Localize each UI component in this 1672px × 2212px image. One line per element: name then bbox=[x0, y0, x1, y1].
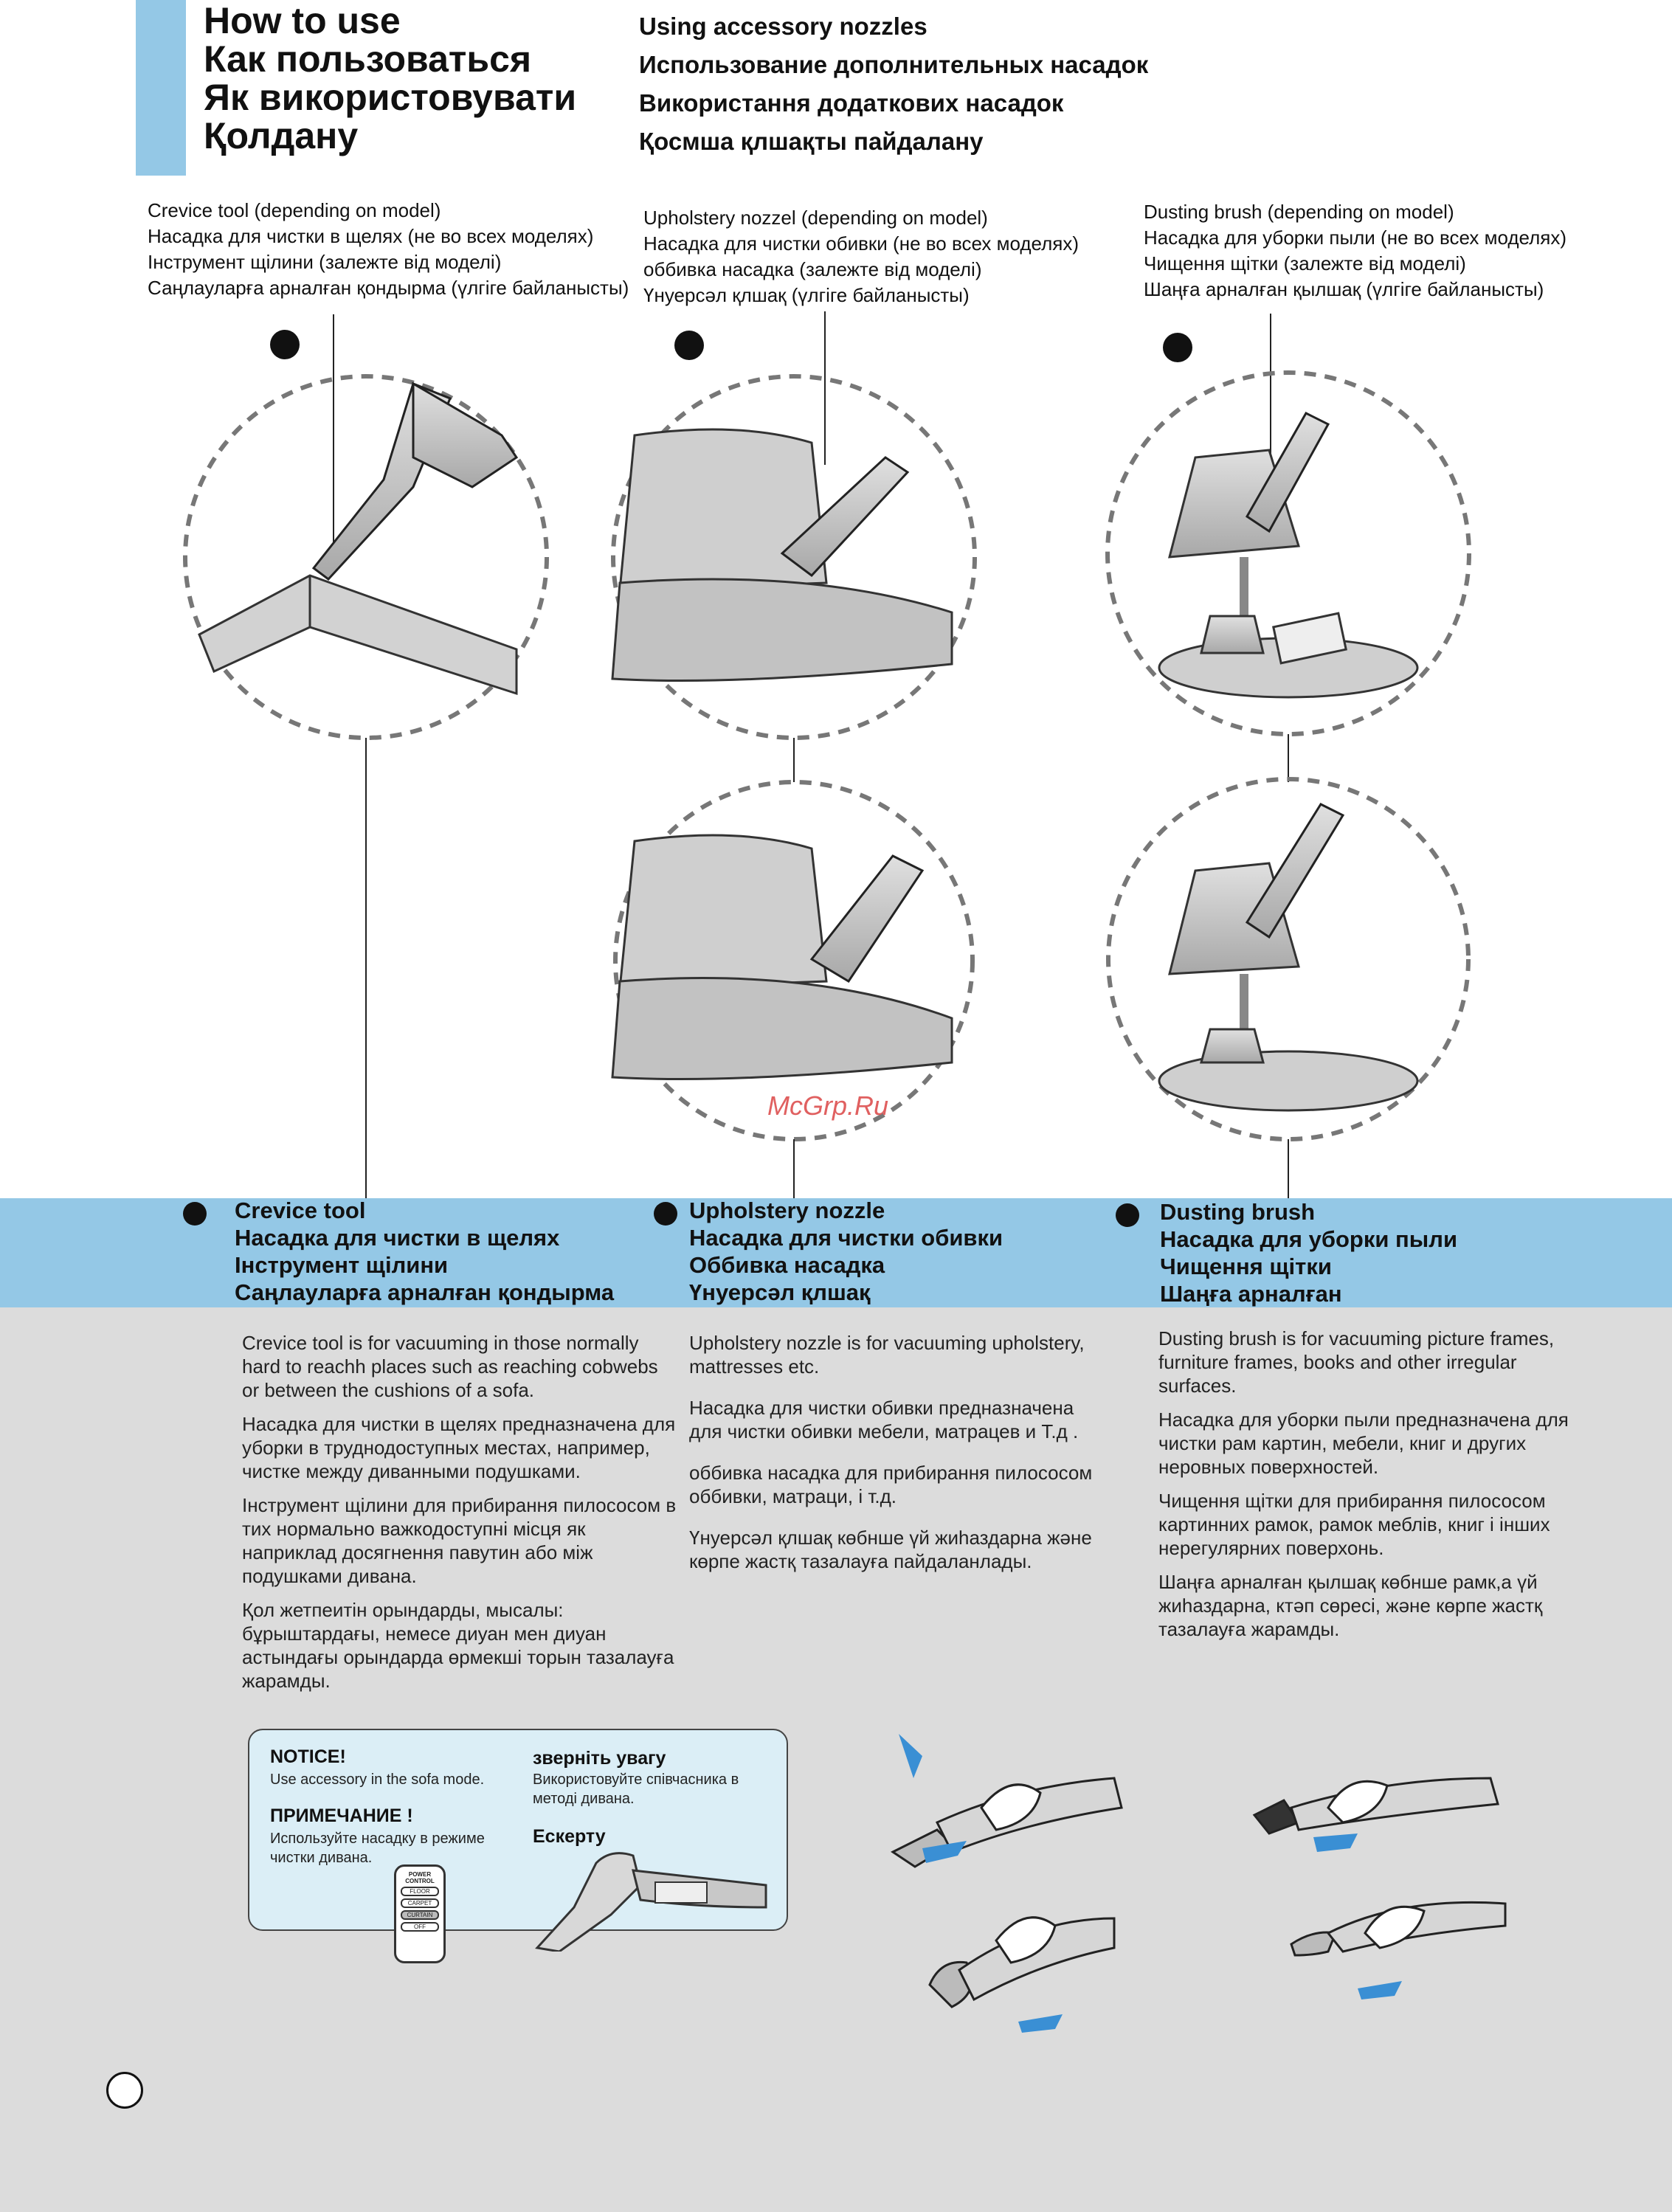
notice-title-uk: зверніть увагу bbox=[533, 1748, 666, 1769]
heading-line: Шаңға арналған bbox=[1160, 1281, 1342, 1307]
illustrations bbox=[183, 311, 1471, 1198]
page-subtitle: Using accessory nozzles Использование до… bbox=[639, 7, 1148, 161]
power-control-panel: POWER CONTROL FLOOR CARPET CURTAIN OFF bbox=[394, 1864, 446, 1963]
caption-line: Насадка для чистки в щелях (не во всех м… bbox=[148, 225, 594, 247]
heading-line: Crevice tool bbox=[235, 1197, 366, 1223]
section-heading-band bbox=[0, 1198, 1672, 1307]
body-paragraph: Қол жетпеитін орындарды, мысалы: бұрышта… bbox=[242, 1599, 674, 1692]
page-number-marker bbox=[106, 2072, 143, 2109]
step-marker-icon bbox=[674, 331, 704, 360]
caption-line: Насадка для чистки обивки (не во всех мо… bbox=[643, 232, 1079, 255]
bullet-icon bbox=[1116, 1203, 1139, 1227]
heading-line: Насадка для чистки в щелях bbox=[235, 1225, 560, 1251]
crevice-illustration bbox=[183, 314, 549, 1198]
notice-text-uk: Використовуйте співчасника в методі дива… bbox=[533, 1772, 739, 1807]
title-en: How to use bbox=[204, 0, 401, 41]
caption-crevice: Crevice tool (depending on model) Насадк… bbox=[148, 198, 629, 301]
caption-line: Саңлауларға арналған қондырма (үлгіге ба… bbox=[148, 277, 629, 299]
body-paragraph: Чищення щітки для прибирання пилососом к… bbox=[1158, 1490, 1550, 1559]
body-paragraph: Шаңға арналған қылшақ көбнше рамк,а үй ж… bbox=[1158, 1571, 1543, 1640]
body-paragraph: Насадка для чистки обивки предназначена … bbox=[689, 1397, 1079, 1442]
caption-line: Насадка для уборки пыли (не во всех моде… bbox=[1144, 227, 1567, 249]
dusting-usage-icon bbox=[1290, 1901, 1507, 2000]
caption-line: Dusting brush (depending on model) bbox=[1144, 201, 1454, 223]
notice-box: NOTICE! Use accessory in the sofa mode. … bbox=[248, 1729, 788, 1963]
subtitle-kk: Қосмша қлшақты пайдалану bbox=[639, 128, 984, 155]
control-label: OFF bbox=[401, 1922, 439, 1932]
crevice-usage-icon bbox=[891, 1734, 1123, 1868]
caption-line: Чищення щітки (залежте від моделі) bbox=[1144, 252, 1466, 274]
side-tab bbox=[136, 0, 186, 176]
body-crevice: Crevice tool is for vacuuming in those n… bbox=[242, 1331, 677, 1703]
caption-line: оббивка насадка (залежте від моделі) bbox=[643, 258, 982, 280]
control-label: CURTAIN bbox=[401, 1910, 439, 1920]
detail-circle bbox=[183, 374, 549, 740]
step-marker-icon bbox=[270, 330, 300, 359]
heading-line: Үнуерсәл қлшақ bbox=[689, 1279, 871, 1305]
usage-illustrations bbox=[891, 1734, 1507, 2033]
heading-line: Насадка для чистки обивки bbox=[689, 1225, 1003, 1251]
body-paragraph: оббивка насадка для прибирання пилососом… bbox=[689, 1462, 1093, 1507]
heading-line: Dusting brush bbox=[1160, 1199, 1316, 1225]
body-paragraph: Upholstery nozzle is for vacuuming uphol… bbox=[689, 1332, 1085, 1378]
caption-dusting: Dusting brush (depending on model) Насад… bbox=[1144, 199, 1566, 303]
control-label: POWER bbox=[408, 1871, 432, 1878]
body-paragraph: Насадка для чистки в щелях предназначена… bbox=[242, 1413, 676, 1482]
notice-title-en: NOTICE! bbox=[270, 1746, 346, 1767]
caption-line: Crevice tool (depending on model) bbox=[148, 199, 441, 221]
subtitle-en: Using accessory nozzles bbox=[639, 13, 927, 40]
body-paragraph: Інструмент щілини для прибирання пилосос… bbox=[242, 1494, 677, 1587]
caption-line: Інструмент щілини (залежте від моделі) bbox=[148, 251, 502, 273]
heading-crevice: Crevice tool Насадка для чистки в щелях … bbox=[235, 1197, 614, 1306]
notice-title-ru: ПРИМЕЧАНИЕ ! bbox=[270, 1805, 413, 1826]
body-upholstery: Upholstery nozzle is for vacuuming uphol… bbox=[689, 1331, 1102, 1583]
body-paragraph: Насадка для уборки пыли предназначена дл… bbox=[1158, 1409, 1569, 1478]
control-label: CONTROL bbox=[405, 1878, 435, 1884]
dusting-brush-icon bbox=[1246, 412, 1330, 533]
control-label: CARPET bbox=[401, 1898, 439, 1908]
page-title: How to use Как пользоваться Як використо… bbox=[204, 1, 576, 155]
body-paragraph: Үнуерсәл қлшақ көбнше үй жиһаздарна және… bbox=[689, 1527, 1092, 1572]
heading-upholstery: Upholstery nozzle Насадка для чистки оби… bbox=[689, 1197, 1003, 1306]
upholstery-nozzle-icon bbox=[780, 456, 910, 578]
body-dusting: Dusting brush is for vacuuming picture f… bbox=[1158, 1327, 1572, 1651]
heading-line: Оббивка насадка bbox=[689, 1252, 885, 1278]
bullet-icon bbox=[183, 1202, 207, 1226]
heading-line: Інструмент щілини bbox=[235, 1252, 449, 1278]
bullet-icon bbox=[654, 1202, 677, 1226]
heading-line: Насадка для уборки пыли bbox=[1160, 1226, 1457, 1252]
watermark: McGrp.Ru bbox=[767, 1091, 889, 1121]
crevice-tool-icon bbox=[311, 381, 519, 581]
control-label: FLOOR bbox=[401, 1887, 439, 1896]
body-paragraph: Crevice tool is for vacuuming in those n… bbox=[242, 1332, 658, 1401]
dusting-illustration bbox=[1105, 314, 1471, 1198]
notice-title-kk: Ескерту bbox=[533, 1826, 606, 1847]
step-marker-icon bbox=[1163, 333, 1192, 362]
caption-line: Үнуерсәл қлшақ (үлгіге байланысты) bbox=[643, 284, 970, 306]
notice-text-ru: Используйте насадку в режиме чистки дива… bbox=[270, 1831, 485, 1866]
heading-dusting: Dusting brush Насадка для уборки пыли Чи… bbox=[1160, 1198, 1457, 1307]
detail-circle bbox=[1105, 370, 1471, 736]
title-ru: Как пользоваться bbox=[204, 38, 532, 80]
dusting-usage-icon bbox=[1252, 1777, 1499, 1852]
caption-line: Шаңға арналған қылшақ (үлгіге байланысты… bbox=[1144, 278, 1544, 300]
upholstery-nozzle-icon bbox=[809, 854, 925, 984]
subtitle-ru: Использование дополнительных насадок bbox=[639, 51, 1149, 78]
subtitle-uk: Використання додаткових насадок bbox=[639, 89, 1064, 117]
dusting-brush-icon bbox=[1245, 803, 1345, 939]
title-uk: Як використовувати bbox=[204, 77, 577, 118]
notice-text-en: Use accessory in the sofa mode. bbox=[270, 1772, 485, 1788]
vacuum-handle-icon bbox=[535, 1852, 767, 1952]
caption-upholstery: Upholstery nozzel (depending on model) Н… bbox=[643, 205, 1079, 308]
heading-line: Чищення щітки bbox=[1160, 1254, 1332, 1279]
heading-line: Саңлауларға арналған қондырма bbox=[235, 1279, 615, 1305]
title-kk: Қолдану bbox=[204, 115, 359, 156]
upholstery-illustration bbox=[611, 311, 977, 1198]
caption-line: Upholstery nozzel (depending on model) bbox=[643, 207, 988, 229]
detail-circle bbox=[1106, 777, 1471, 1141]
heading-line: Upholstery nozzle bbox=[689, 1197, 885, 1223]
upholstery-usage-icon bbox=[928, 1916, 1116, 2033]
detail-circle bbox=[611, 374, 977, 740]
body-paragraph: Dusting brush is for vacuuming picture f… bbox=[1158, 1327, 1555, 1397]
